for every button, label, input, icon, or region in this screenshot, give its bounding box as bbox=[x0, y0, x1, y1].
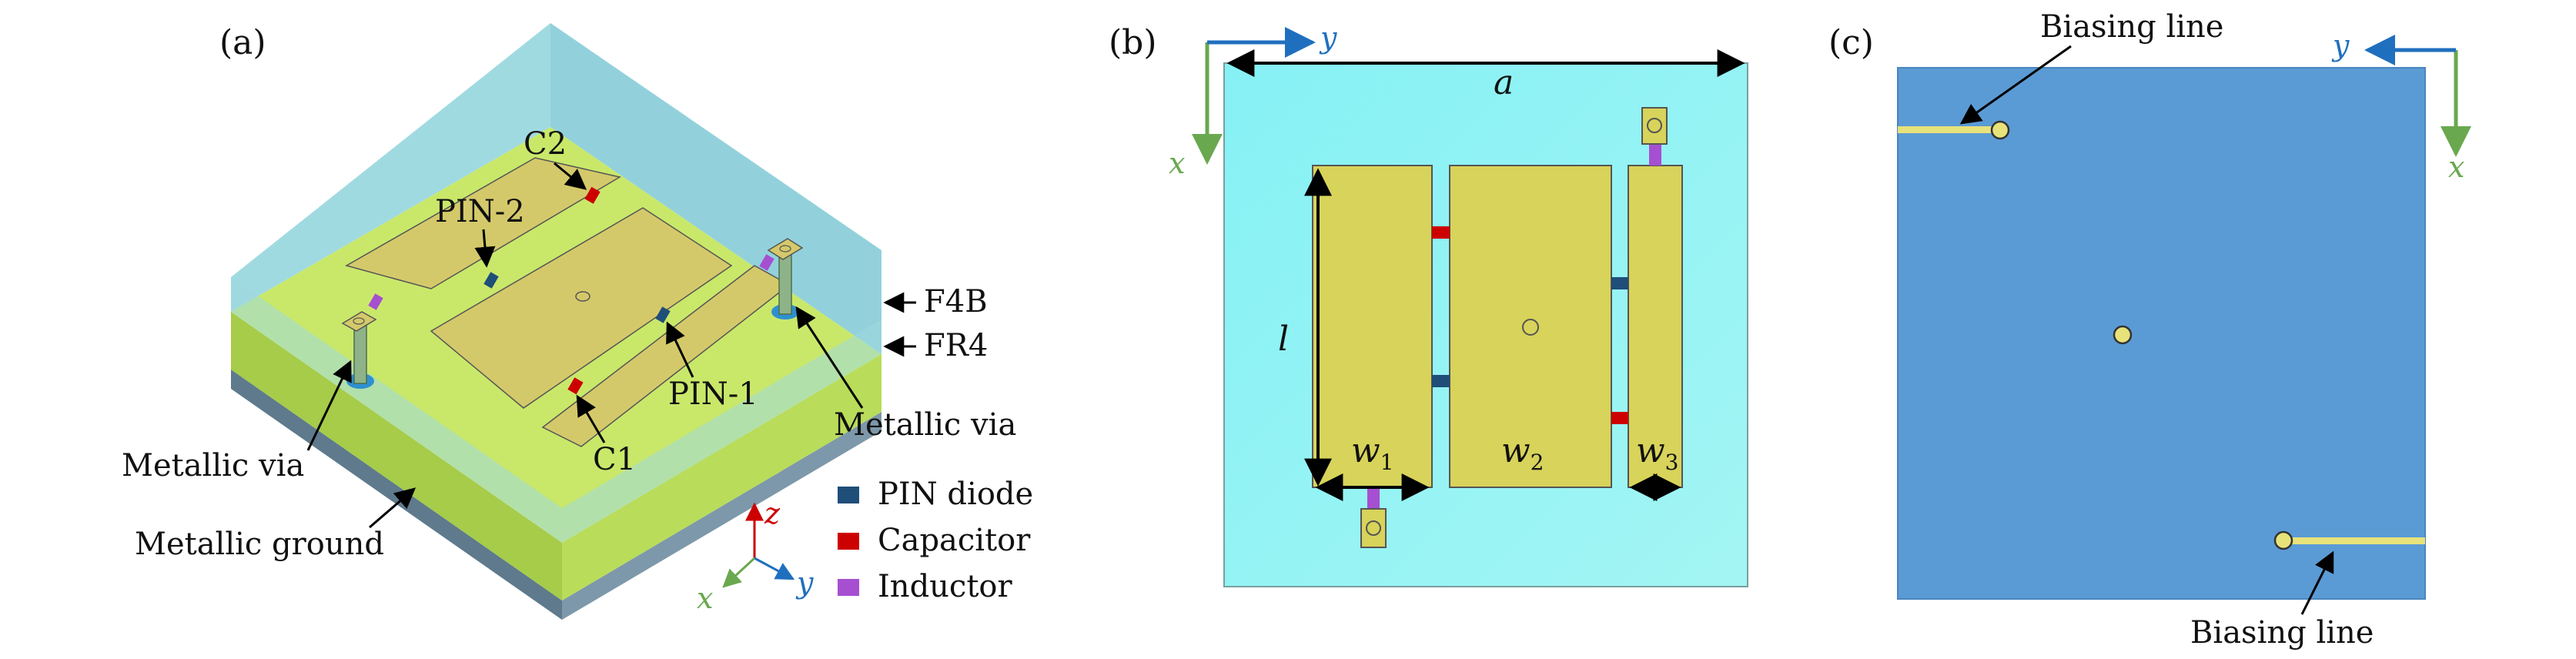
panel-b-label: (b) bbox=[1109, 23, 1157, 62]
via-right-dot bbox=[779, 245, 791, 253]
arrow-bias-bottom bbox=[2300, 550, 2334, 615]
biasing-line-bottom bbox=[2285, 537, 2425, 544]
legend-label-pin: PIN diode bbox=[878, 477, 1033, 512]
legend: PIN diode Capacitor Inductor bbox=[838, 477, 1033, 604]
patch-w2 bbox=[1449, 165, 1612, 488]
panel-c-label: (c) bbox=[1828, 23, 1874, 62]
panel-a: (a) C2 bbox=[122, 23, 1033, 620]
patch-w3 bbox=[1628, 165, 1683, 488]
label-c2: C2 bbox=[524, 126, 567, 162]
dim-a-label: a bbox=[1494, 63, 1514, 102]
arrow-pin1 bbox=[666, 321, 694, 378]
inductor-top-b bbox=[1649, 144, 1661, 166]
patch-center bbox=[430, 207, 733, 409]
axis-y-label-c: y bbox=[2331, 28, 2350, 62]
axis-x-label-b: x bbox=[1169, 146, 1185, 180]
biasing-line-top bbox=[1898, 126, 1998, 133]
biasing-via-bottom bbox=[2273, 530, 2293, 550]
pin-diode-2 bbox=[483, 272, 499, 289]
arrow-pin2 bbox=[474, 229, 496, 268]
arrow-c2 bbox=[554, 162, 587, 190]
panel-c: (c) Biasing line Biasing line y x bbox=[1828, 9, 2471, 651]
pad-bottom-via-b bbox=[1366, 520, 1381, 536]
panel-a-label: (a) bbox=[219, 23, 266, 62]
superstrate-front-right bbox=[562, 319, 882, 543]
dim-w2-label: w2 bbox=[1501, 431, 1544, 475]
axes-3d: z y x bbox=[697, 497, 814, 615]
superstrate-back-left bbox=[231, 23, 550, 312]
axis-y-label: y bbox=[795, 566, 814, 600]
ground-plane bbox=[1897, 67, 2426, 600]
fr4-side-left bbox=[231, 312, 562, 600]
axis-z-label: z bbox=[764, 497, 781, 530]
pin-diode-left-b bbox=[1432, 375, 1450, 387]
capacitor-c1 bbox=[567, 377, 584, 395]
patch-strip-top bbox=[345, 157, 622, 289]
arrow-bias-top bbox=[1959, 45, 2072, 125]
panel-b: (b) y x a l w1 w2 bbox=[1109, 21, 1748, 587]
label-bias-top: Biasing line bbox=[2040, 9, 2223, 45]
dim-w1-label: w1 bbox=[1351, 431, 1394, 475]
axis-y-label-b: y bbox=[1319, 21, 1337, 55]
legend-swatch-capacitor bbox=[838, 533, 859, 550]
arrow-via-right bbox=[795, 306, 864, 409]
arrow-via-left bbox=[306, 360, 352, 451]
dim-w3-label: w3 bbox=[1636, 431, 1679, 475]
dim-l-label: l bbox=[1278, 319, 1289, 359]
label-fr4: FR4 bbox=[924, 328, 988, 363]
legend-label-inductor: Inductor bbox=[878, 569, 1012, 604]
via-left-pad bbox=[341, 311, 377, 332]
via-left-post bbox=[353, 323, 367, 384]
label-c1: C1 bbox=[593, 442, 636, 477]
legend-label-capacitor: Capacitor bbox=[878, 523, 1031, 558]
label-f4b: F4B bbox=[924, 284, 988, 319]
label-ground: Metallic ground bbox=[135, 527, 384, 562]
biasing-via-top bbox=[1990, 120, 2010, 140]
pad-top-via-b bbox=[1647, 118, 1662, 133]
arrow-c1 bbox=[576, 394, 606, 443]
axis-x-label-c: x bbox=[2448, 150, 2464, 184]
pin-diode-1 bbox=[655, 306, 671, 323]
axis-y-arrow bbox=[754, 557, 795, 580]
superstrate-back-right bbox=[550, 23, 882, 354]
label-via-right: Metallic via bbox=[834, 407, 1016, 443]
capacitor-top-b bbox=[1432, 226, 1450, 239]
legend-swatch-inductor bbox=[838, 579, 859, 596]
fr4-side-right bbox=[562, 354, 882, 600]
via-right-post bbox=[778, 253, 792, 315]
pad-top-b bbox=[1641, 107, 1668, 145]
capacitor-c2 bbox=[584, 186, 601, 204]
center-via-c bbox=[2113, 325, 2133, 345]
superstrate-front-left bbox=[231, 277, 562, 543]
inductor-right bbox=[759, 254, 774, 271]
pad-bottom-b bbox=[1360, 508, 1387, 548]
inductor-bottom-b bbox=[1367, 487, 1380, 509]
via-right-pad bbox=[767, 238, 804, 260]
label-bias-bottom: Biasing line bbox=[2190, 615, 2374, 651]
axis-x-arrow bbox=[722, 557, 756, 588]
label-pin2: PIN-2 bbox=[435, 194, 525, 229]
inductor-left bbox=[368, 293, 383, 310]
axis-x-label: x bbox=[697, 581, 713, 615]
label-via-left: Metallic via bbox=[122, 448, 304, 483]
capacitor-bottom-b bbox=[1611, 412, 1628, 424]
arrow-ground bbox=[369, 487, 417, 529]
via-left-dot bbox=[353, 317, 365, 325]
center-via-b bbox=[1522, 319, 1539, 336]
patch-w1 bbox=[1312, 165, 1433, 488]
center-via-dot bbox=[575, 291, 590, 302]
pin-diode-right-b bbox=[1611, 277, 1628, 289]
label-pin1: PIN-1 bbox=[668, 376, 758, 412]
ground-layer-right bbox=[562, 412, 882, 620]
legend-swatch-pin bbox=[838, 487, 859, 503]
